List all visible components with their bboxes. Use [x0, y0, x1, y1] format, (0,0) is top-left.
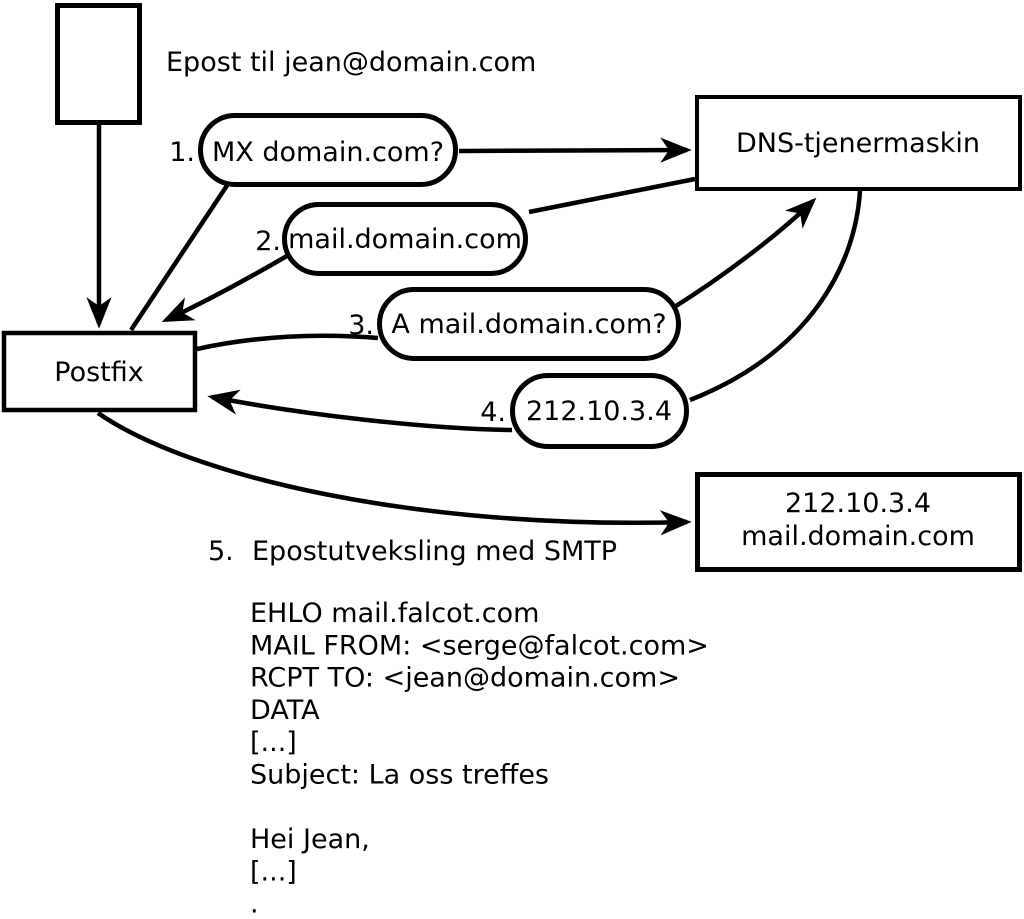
step-4-number: 4.: [480, 397, 506, 428]
diagram-title: Epost til jean@domain.com: [166, 47, 536, 78]
smtp-line: .: [250, 889, 259, 919]
step-5-label: Epostutveksling med SMTP: [252, 536, 617, 567]
dns-server-label: DNS-tjenermaskin: [736, 128, 980, 159]
pill-mx-query: [198, 113, 458, 187]
line-dns-to-mx-answer: [528, 176, 696, 215]
arrow-a-query-to-dns: [674, 197, 817, 308]
dns-server-node: [695, 95, 1022, 191]
pill-mx-answer: [282, 202, 528, 276]
arrow-mx-query-to-dns: [458, 137, 692, 163]
smtp-line: [...]: [250, 727, 297, 758]
envelope-node: [55, 3, 142, 125]
arrow-mx-answer-to-postfix: [161, 251, 294, 323]
smtp-line: [...]: [250, 856, 297, 887]
smtp-line: RCPT TO: <jean@domain.com>: [250, 663, 680, 694]
step-3-number: 3.: [348, 310, 374, 341]
mail-server-node: [695, 472, 1022, 572]
smtp-line: MAIL FROM: <serge@falcot.com>: [250, 630, 709, 661]
postfix-label: Postfix: [54, 357, 143, 388]
smtp-session-transcript: EHLO mail.falcot.com MAIL FROM: <serge@f…: [250, 598, 709, 919]
arrow-a-answer-to-postfix: [207, 389, 513, 433]
postfix-node: [1, 330, 198, 413]
step-2-label: mail.domain.com: [288, 224, 522, 255]
arrow-postfix-to-mail-server: [96, 411, 692, 536]
step-1-label: MX domain.com?: [212, 137, 444, 168]
smtp-line: Hei Jean,: [250, 824, 370, 855]
step-1-number: 1.: [169, 137, 195, 168]
step-4-label: 212.10.3.4: [526, 396, 672, 427]
smtp-line: Subject: La oss treffes: [250, 760, 549, 791]
step-5-number: 5.: [208, 536, 234, 567]
line-postfix-to-a-query: [196, 333, 379, 352]
line-postfix-to-mx-query: [129, 182, 230, 332]
step-2-number: 2.: [255, 226, 281, 257]
mail-server-host-label: mail.domain.com: [741, 521, 975, 552]
step-3-label: A mail.domain.com?: [391, 309, 666, 340]
mail-server-ip-label: 212.10.3.4: [785, 488, 931, 519]
pill-a-query: [377, 287, 681, 361]
line-dns-to-a-answer: [689, 189, 863, 403]
smtp-line: EHLO mail.falcot.com: [250, 598, 539, 629]
smtp-line: DATA: [250, 695, 320, 726]
pill-a-answer: [510, 373, 689, 449]
